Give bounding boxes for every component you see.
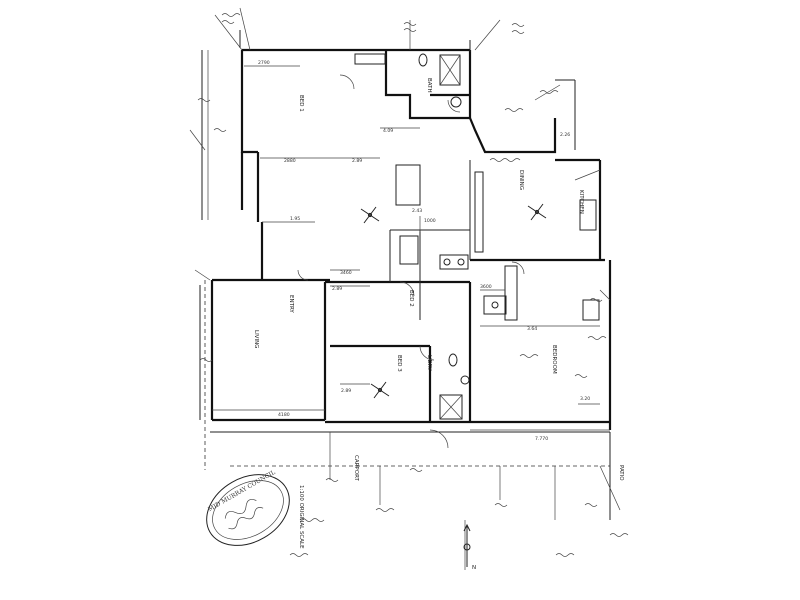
label-living: LIVING: [253, 330, 259, 348]
label-laundry: L'DRY: [426, 355, 432, 371]
label-bedroom: BEDROOM: [551, 345, 557, 374]
fixtures: [354, 53, 600, 420]
dim-text: 1.95: [290, 216, 300, 222]
dim-text: 2790: [258, 60, 270, 66]
dim-text: 2.89: [332, 286, 342, 292]
outer-walls: [210, 48, 612, 430]
handwritten-notes: [197, 13, 629, 557]
label-entry: ENTRY: [288, 295, 294, 313]
fan-kitchen: [527, 203, 547, 221]
label-bed1: BED 1: [298, 95, 304, 112]
dimension-labels: 2790 2880 1.95 3460 2.89 4180 3.64 7.770…: [258, 60, 590, 442]
fan-living: [360, 206, 380, 224]
label-dining: DINING: [518, 170, 524, 190]
label-patio: PATIO: [618, 465, 624, 481]
stamp-title: MID MURRAY COUNCIL: [207, 469, 276, 513]
label-bath: BATH: [426, 78, 432, 93]
dim-text: 2880: [284, 158, 296, 164]
scale-note: 1:100 ORIGINAL SCALE: [298, 485, 304, 549]
dim-text: 3460: [340, 270, 352, 276]
dim-text: 4180: [278, 412, 290, 418]
dim-text: 2.89: [352, 158, 362, 164]
label-kitchen: KITCHEN: [578, 190, 584, 214]
label-bed2: BED 2: [408, 290, 414, 307]
north-label: N: [472, 565, 476, 571]
label-bed3: BED 3: [396, 355, 402, 372]
dim-text: 3.64: [527, 326, 537, 332]
dim-text: 2.89: [341, 388, 351, 394]
council-stamp: MID MURRAY COUNCIL: [206, 469, 290, 546]
north-arrow: N: [463, 523, 476, 571]
dim-text: 1000: [424, 218, 436, 224]
dim-text: 2.43: [412, 208, 422, 214]
verandah-lines: [199, 30, 611, 520]
door-swings: [297, 74, 525, 449]
label-carport: CARPORT: [353, 455, 359, 481]
dim-text: 3.20: [580, 396, 590, 402]
dim-text: 7.770: [535, 436, 548, 442]
room-labels: BED 1 BATH ENTRY LIVING KITCHEN BED 2 BE…: [253, 78, 624, 481]
dimension-lines: [212, 65, 610, 431]
ceiling-fans: [360, 203, 547, 399]
dim-text: 2.26: [560, 132, 570, 138]
fan-bed: [370, 381, 390, 399]
dim-text: 3600: [480, 284, 492, 290]
dim-text: 4.09: [383, 128, 393, 134]
